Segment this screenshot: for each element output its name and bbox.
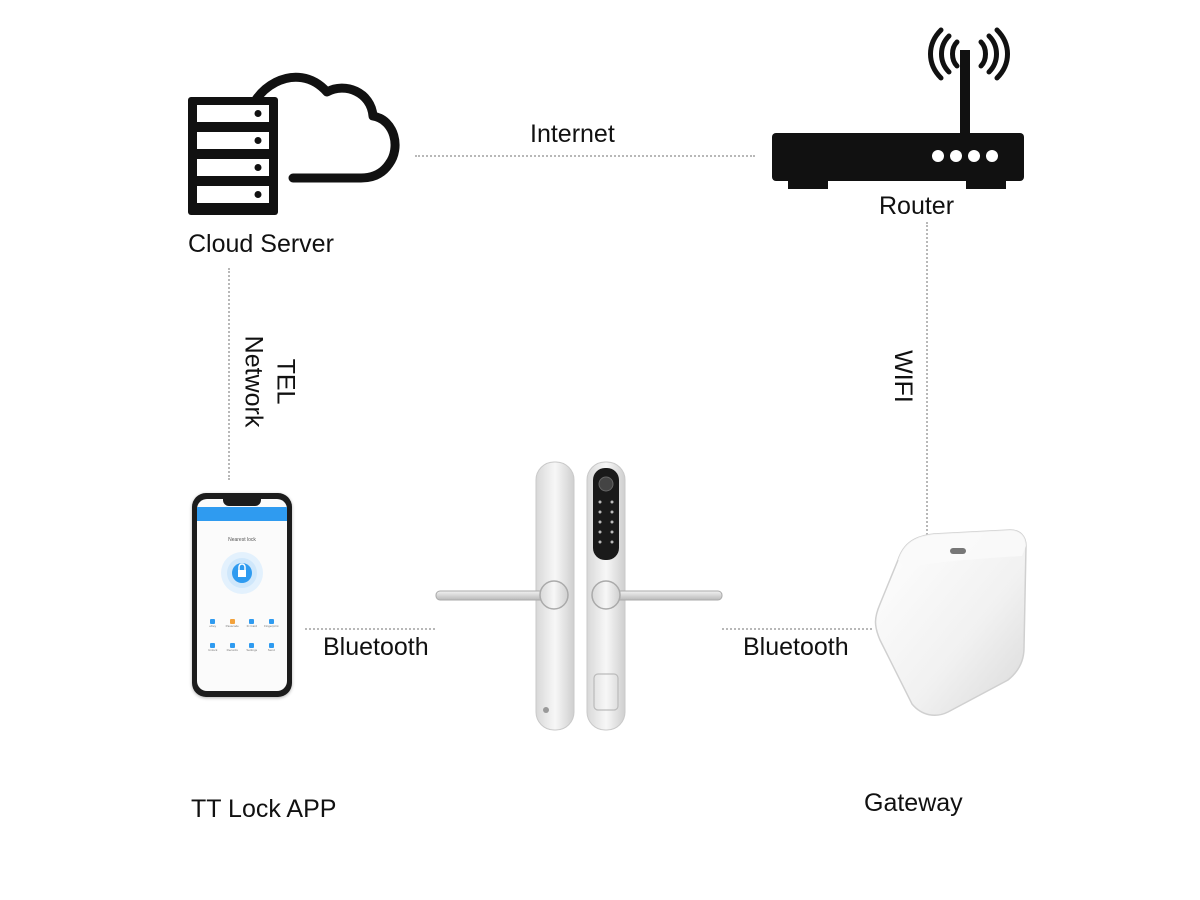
tel-network-label-line2: Network [239, 335, 268, 428]
internet-link-line [415, 155, 755, 157]
phone-menu-item: IC Card [242, 619, 262, 635]
bluetooth-app-link-line [305, 628, 435, 630]
phone-header-bar [197, 507, 287, 521]
phone-menu-item: Unlock [203, 643, 223, 659]
gateway-label: Gateway [864, 789, 963, 817]
menu-dot-icon [249, 643, 255, 648]
router-label: Router [879, 192, 955, 220]
menu-dot-icon [210, 619, 216, 624]
wifi-link-line [926, 222, 928, 542]
phone-menu-item: Records [223, 643, 243, 659]
phone-menu-item: eKey [203, 619, 223, 635]
gateway-icon [874, 529, 1027, 717]
phone-menu-item: Passcode [223, 619, 243, 635]
bluetooth-gateway-label: Bluetooth [743, 633, 849, 661]
phone-lock-title: Nearest lock [228, 537, 256, 543]
bluetooth-gateway-link-line [722, 628, 872, 630]
internet-label: Internet [530, 120, 615, 148]
wifi-signal-icon [928, 27, 1010, 81]
router-icon [772, 50, 1024, 189]
phone-screen: Nearest lock eKey Passcode IC Card Finge… [197, 499, 287, 691]
smartphone-icon: Nearest lock eKey Passcode IC Card Finge… [192, 493, 292, 697]
phone-menu-grid: eKey Passcode IC Card Fingerprint Unlock… [203, 619, 281, 659]
wifi-label: WIFI [888, 350, 917, 403]
door-lock-icon [435, 461, 723, 731]
app-label: TT Lock APP [191, 795, 337, 823]
bluetooth-app-label: Bluetooth [323, 633, 429, 661]
cloud-server-label: Cloud Server [188, 230, 334, 258]
menu-dot-icon [229, 643, 235, 648]
phone-notch [223, 499, 261, 506]
menu-dot-icon [229, 619, 235, 624]
phone-lock-circle-icon [221, 552, 263, 594]
server-icon [188, 97, 278, 215]
cloud-icon [242, 72, 400, 183]
phone-menu-item: Fingerprint [262, 619, 282, 635]
menu-dot-icon [249, 619, 255, 624]
phone-menu-item: Send [262, 643, 282, 659]
menu-dot-icon [268, 619, 274, 624]
tel-network-label-line1: TEL [271, 358, 300, 405]
tel-network-link-line [228, 268, 230, 480]
phone-menu-item: Settings [242, 643, 262, 659]
menu-dot-icon [268, 643, 274, 648]
menu-dot-icon [210, 643, 216, 648]
